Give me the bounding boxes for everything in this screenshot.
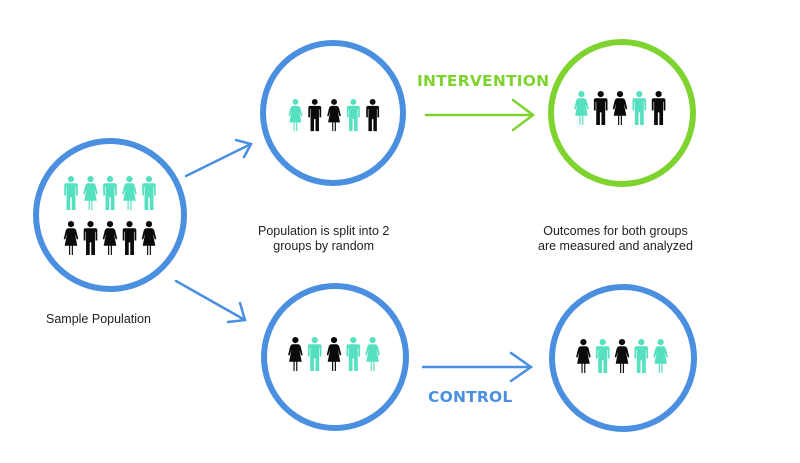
sample-population-caption: Sample Population: [46, 312, 151, 327]
control-label: CONTROL: [428, 388, 513, 406]
person-female-icon: [288, 99, 303, 132]
person-male-icon: [632, 91, 647, 126]
control-arrow: [421, 351, 534, 383]
person-male-icon: [366, 99, 380, 132]
person-female-icon: [576, 339, 591, 374]
split-caption: Population is split into 2 groups by ran…: [258, 224, 389, 254]
intervention-arrow: [424, 98, 536, 132]
person-male-icon: [83, 221, 98, 256]
person-female-icon: [288, 337, 303, 372]
intervention-outcome-circle: [548, 39, 696, 187]
person-female-icon: [326, 337, 342, 372]
control-outcome-figures: [576, 339, 668, 374]
person-male-icon: [346, 337, 361, 372]
person-female-icon: [83, 176, 98, 211]
split-caption-line2: groups by random: [273, 239, 375, 253]
person-female-icon: [574, 91, 589, 126]
person-female-icon: [612, 91, 628, 126]
split-arrow-up: [184, 138, 253, 178]
person-male-icon: [64, 176, 78, 211]
outcome-caption-line1: Outcomes for both groups: [543, 224, 688, 238]
sample-population-text: Sample Population: [46, 312, 151, 326]
person-female-icon: [102, 221, 118, 256]
person-male-icon: [346, 99, 360, 132]
person-female-icon: [141, 221, 157, 256]
outcome-caption: Outcomes for both groups are measured an…: [538, 224, 693, 254]
person-male-icon: [593, 91, 608, 126]
sample-population-circle: [33, 138, 187, 292]
control-group-circle: [261, 283, 409, 431]
control-outcome-circle: [549, 284, 697, 432]
person-female-icon: [365, 337, 380, 372]
person-female-icon: [122, 176, 137, 211]
person-male-icon: [651, 91, 666, 126]
person-male-icon: [103, 176, 117, 211]
outcome-caption-line2: are measured and analyzed: [538, 239, 693, 253]
split-caption-line1: Population is split into 2: [258, 224, 390, 238]
person-male-icon: [308, 99, 322, 132]
person-female-icon: [327, 99, 341, 132]
person-male-icon: [595, 339, 610, 374]
person-male-icon: [142, 176, 156, 211]
person-female-icon: [614, 339, 630, 374]
intervention-label: INTERVENTION: [417, 72, 550, 90]
split-arrow-down: [174, 279, 247, 324]
person-male-icon: [122, 221, 137, 256]
person-female-icon: [653, 339, 668, 374]
person-female-icon: [63, 221, 79, 256]
intervention-group-circle: [260, 40, 406, 186]
sample-population-figures: [63, 176, 157, 256]
intervention-group-figures: [288, 99, 380, 132]
intervention-outcome-figures: [574, 91, 666, 126]
person-male-icon: [307, 337, 322, 372]
control-group-figures: [288, 337, 380, 372]
person-male-icon: [634, 339, 649, 374]
